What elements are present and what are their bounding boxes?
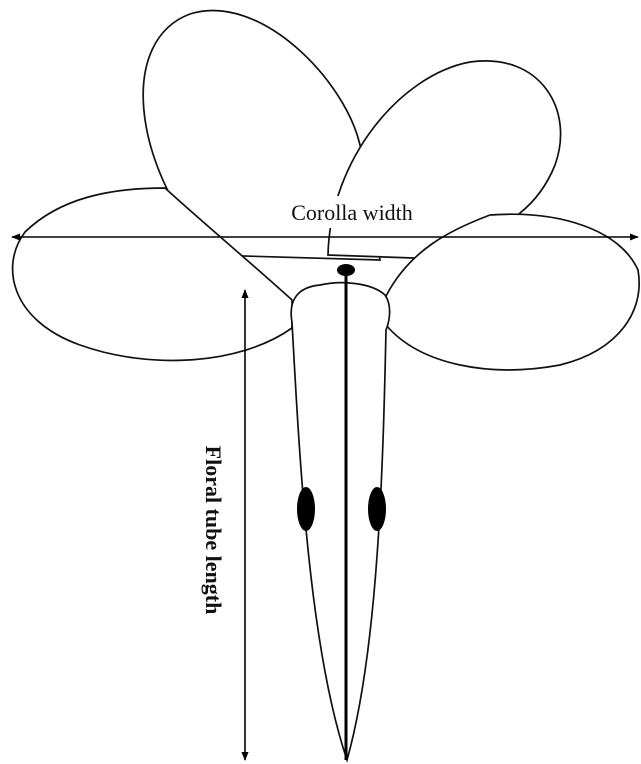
left-petal [11, 187, 293, 362]
corolla-width-label-bg [266, 196, 438, 228]
stigma-dot [337, 264, 355, 276]
floral-tube-length-label: Floral tube length [201, 446, 226, 615]
right-petal [385, 213, 640, 371]
right-anther-spot [368, 487, 386, 531]
corolla-width-label: Corolla width [291, 200, 413, 225]
left-anther-spot [297, 487, 315, 531]
floral-tube [290, 281, 391, 763]
